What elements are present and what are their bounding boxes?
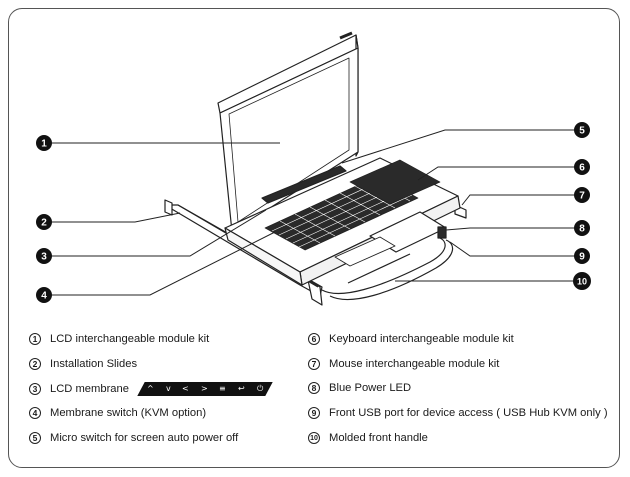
diagram-frame bbox=[8, 8, 620, 468]
legend-text-10: Molded front handle bbox=[329, 432, 428, 444]
callout-10: 10 bbox=[573, 272, 591, 290]
legend-item-3: 3 LCD membrane ^ v < > ≡ ↩ ⏻ bbox=[29, 382, 273, 396]
svg-text:7: 7 bbox=[579, 191, 585, 202]
membrane-menu-icon: ≡ bbox=[219, 384, 227, 393]
legend-item-1: 1 LCD interchangeable module kit bbox=[29, 333, 209, 345]
kvm-console-illustration: 1 2 3 4 5 6 7 8 9 10 bbox=[36, 31, 591, 306]
legend-text-9: Front USB port for device access ( USB H… bbox=[329, 407, 608, 419]
callout-9: 9 bbox=[574, 248, 590, 264]
leader-lines bbox=[52, 129, 574, 296]
callout-4: 4 bbox=[36, 287, 52, 303]
callout-3: 3 bbox=[36, 248, 52, 264]
legend-number-9: 9 bbox=[308, 407, 320, 419]
legend-text-2: Installation Slides bbox=[50, 358, 138, 370]
legend-item-4: 4 Membrane switch (KVM option) bbox=[29, 407, 206, 419]
legend-item-10: 10 Molded front handle bbox=[308, 432, 428, 444]
legend-number-10: 10 bbox=[308, 432, 320, 444]
legend-item-9: 9 Front USB port for device access ( USB… bbox=[308, 407, 608, 419]
svg-text:9: 9 bbox=[579, 252, 585, 263]
legend-number-5: 5 bbox=[29, 432, 41, 444]
legend-text-5: Micro switch for screen auto power off bbox=[50, 432, 239, 444]
legend-text-6: Keyboard interchangeable module kit bbox=[329, 333, 514, 345]
callout-1: 1 bbox=[36, 135, 52, 151]
legend-number-7: 7 bbox=[308, 358, 320, 370]
svg-text:1: 1 bbox=[41, 139, 47, 150]
legend-item-5: 5 Micro switch for screen auto power off bbox=[29, 432, 238, 444]
legend-number-2: 2 bbox=[29, 358, 41, 370]
svg-text:4: 4 bbox=[41, 291, 47, 302]
legend-text-7: Mouse interchangeable module kit bbox=[329, 358, 500, 370]
membrane-return-icon: ↩ bbox=[238, 384, 245, 393]
callout-2: 2 bbox=[36, 214, 52, 230]
membrane-right-icon: > bbox=[200, 384, 208, 393]
legend-number-6: 6 bbox=[308, 333, 320, 345]
callout-5: 5 bbox=[574, 122, 590, 138]
callout-6: 6 bbox=[574, 159, 590, 175]
legend-number-8: 8 bbox=[308, 382, 320, 394]
membrane-up-icon: ^ bbox=[146, 384, 154, 393]
legend-text-3: LCD membrane bbox=[50, 383, 129, 395]
svg-text:8: 8 bbox=[579, 224, 585, 235]
legend-item-7: 7 Mouse interchangeable module kit bbox=[308, 358, 499, 370]
legend-number-4: 4 bbox=[29, 407, 41, 419]
svg-text:3: 3 bbox=[41, 252, 47, 263]
usb-port-marker bbox=[437, 226, 447, 239]
membrane-power-icon: ⏻ bbox=[256, 384, 263, 393]
membrane-down-icon: v bbox=[165, 384, 171, 393]
legend-item-6: 6 Keyboard interchangeable module kit bbox=[308, 333, 514, 345]
svg-text:2: 2 bbox=[41, 218, 47, 229]
membrane-left-icon: < bbox=[182, 384, 189, 393]
legend-text-8: Blue Power LED bbox=[329, 382, 412, 394]
lcd-membrane-strip bbox=[261, 165, 347, 204]
front-handle bbox=[321, 237, 454, 301]
legend-number-3: 3 bbox=[29, 383, 41, 395]
legend-text-1: LCD interchangeable module kit bbox=[50, 333, 210, 345]
legend-item-2: 2 Installation Slides bbox=[29, 358, 137, 370]
callout-8: 8 bbox=[574, 220, 590, 236]
lcd-membrane-icon-strip: ^ v < > ≡ ↩ ⏻ bbox=[137, 382, 273, 396]
keyboard-keys bbox=[264, 159, 441, 251]
svg-text:5: 5 bbox=[579, 126, 585, 137]
legend-item-8: 8 Blue Power LED bbox=[308, 382, 411, 394]
lcd-panel bbox=[217, 31, 359, 233]
legend-number-1: 1 bbox=[29, 333, 41, 345]
svg-text:10: 10 bbox=[577, 277, 587, 287]
callout-7: 7 bbox=[574, 187, 590, 203]
svg-text:6: 6 bbox=[579, 163, 585, 174]
legend-text-4: Membrane switch (KVM option) bbox=[50, 407, 207, 419]
